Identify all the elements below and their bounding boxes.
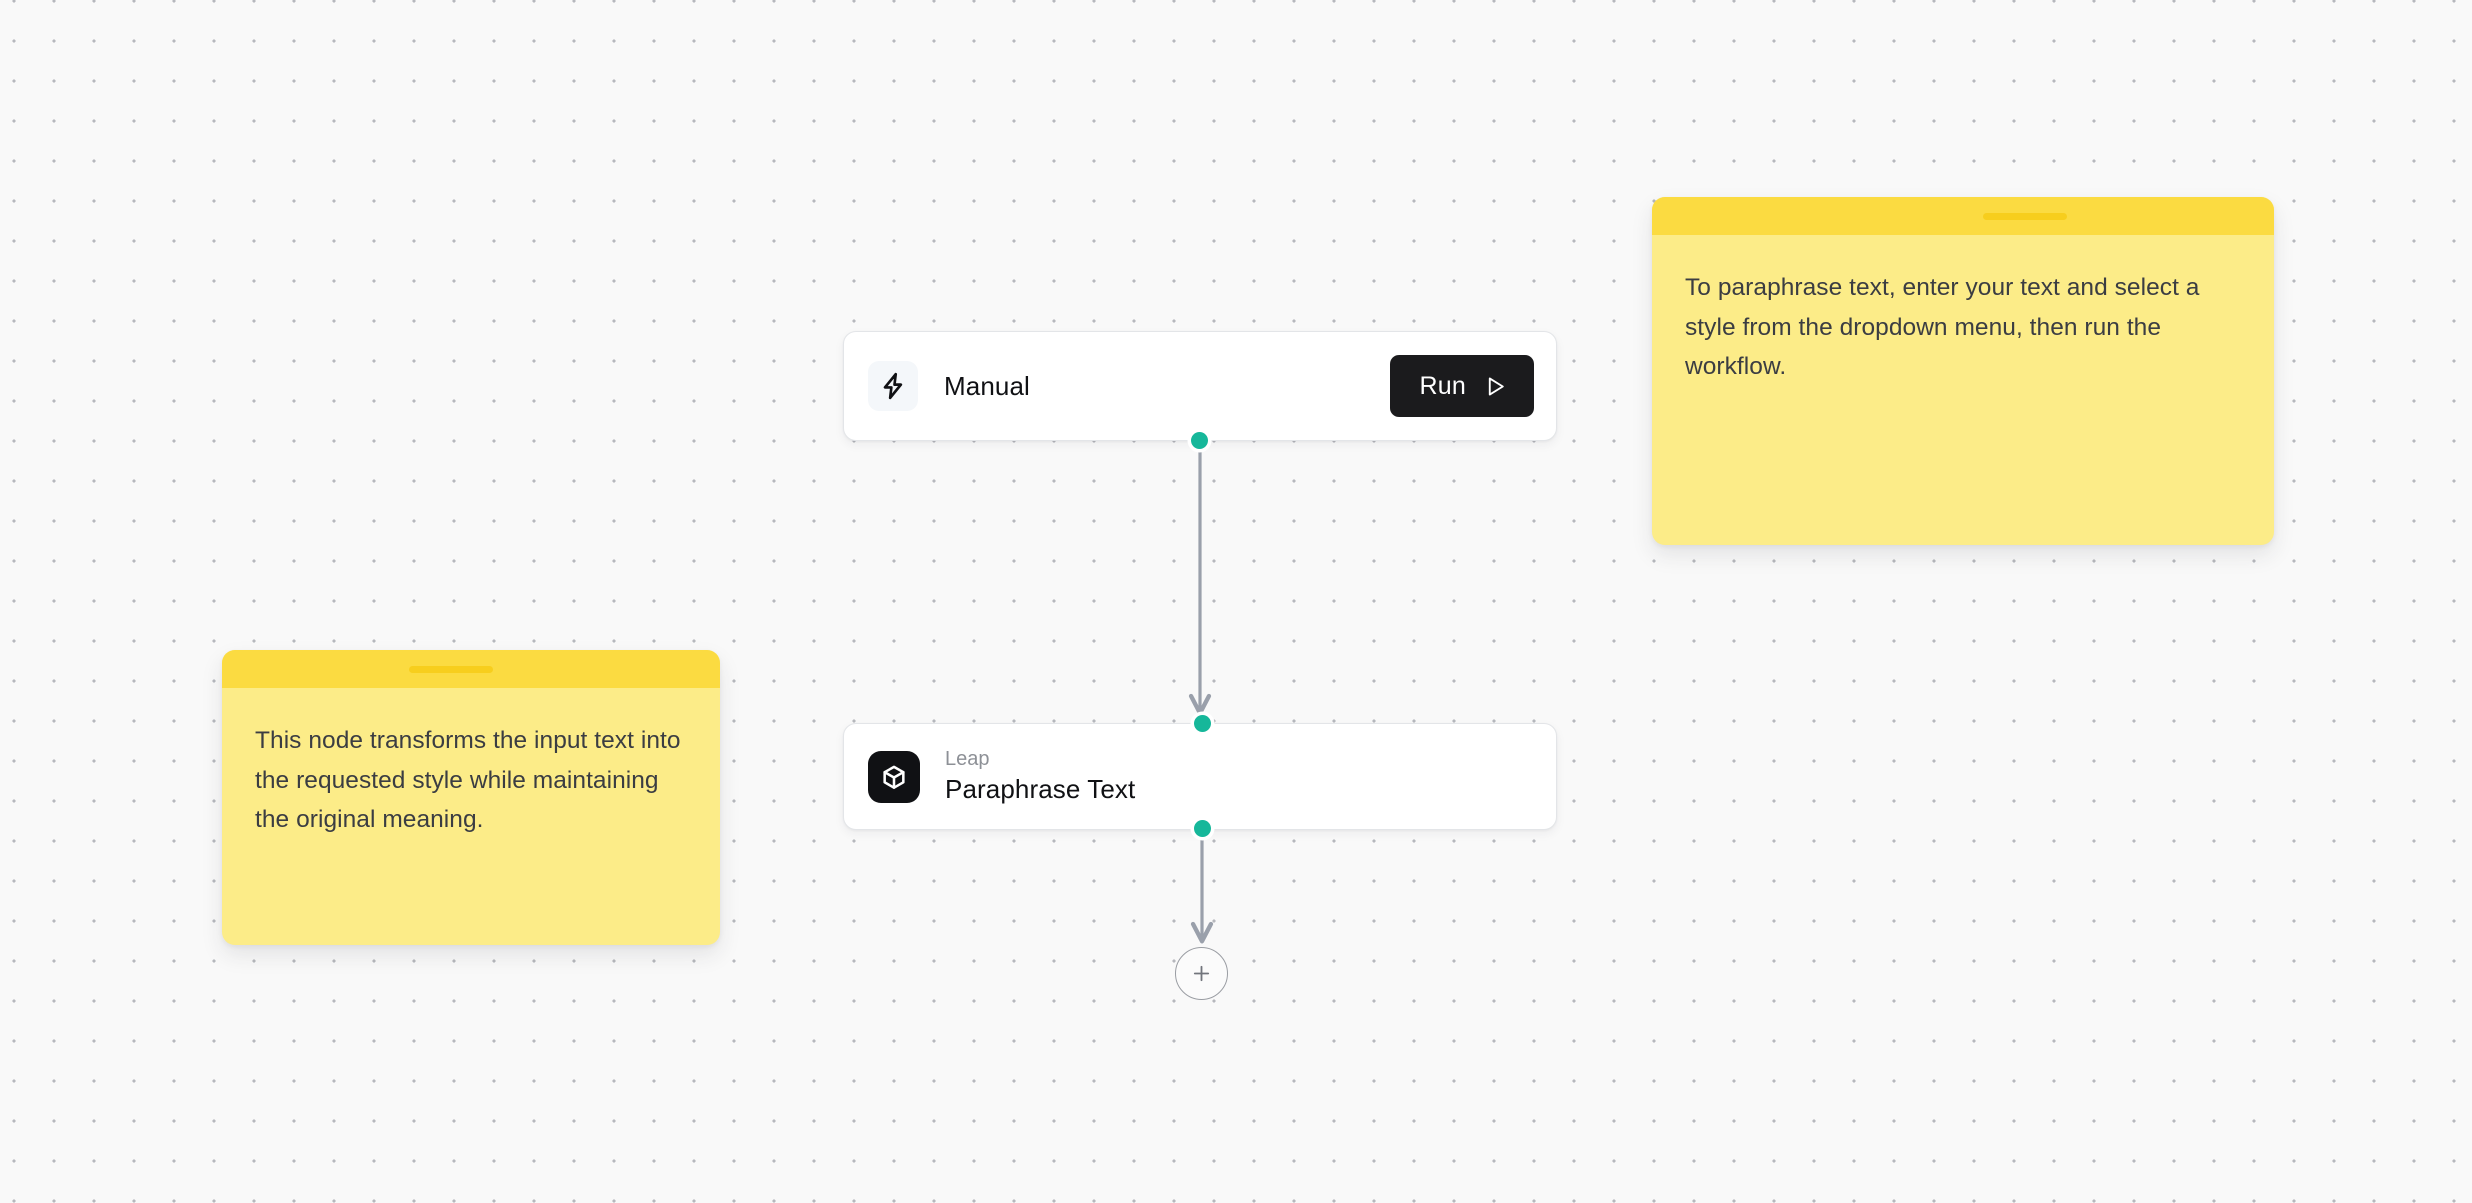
sticky-note-right-body: To paraphrase text, enter your text and … bbox=[1652, 235, 2274, 387]
sticky-note-left[interactable]: This node transforms the input text into… bbox=[222, 650, 720, 945]
sticky-note-left-header[interactable] bbox=[222, 650, 720, 688]
sticky-note-right-text: To paraphrase text, enter your text and … bbox=[1685, 274, 2200, 381]
play-triangle-icon bbox=[1483, 374, 1508, 399]
node-leap-title: Paraphrase Text bbox=[945, 774, 1136, 805]
run-button-label: Run bbox=[1419, 371, 1466, 400]
connector-dot-manual-output[interactable] bbox=[1191, 432, 1208, 449]
drag-handle-icon[interactable] bbox=[1983, 213, 2068, 220]
node-manual-title: Manual bbox=[944, 370, 1030, 401]
connector-dot-leap-input[interactable] bbox=[1194, 715, 1211, 732]
sticky-note-left-body: This node transforms the input text into… bbox=[222, 688, 720, 840]
add-node-button[interactable] bbox=[1175, 947, 1228, 1000]
node-leap-text: Leap Paraphrase Text bbox=[945, 747, 1135, 806]
cube-icon bbox=[868, 750, 920, 803]
connector-dot-leap-output[interactable] bbox=[1194, 820, 1211, 837]
drag-handle-icon[interactable] bbox=[409, 666, 494, 673]
run-button[interactable]: Run bbox=[1389, 355, 1534, 417]
node-leap-paraphrase-text[interactable]: Leap Paraphrase Text bbox=[843, 723, 1557, 830]
lightning-bolt-icon bbox=[868, 361, 918, 411]
plus-icon bbox=[1190, 962, 1213, 985]
node-manual-trigger[interactable]: Manual Run bbox=[843, 331, 1557, 441]
sticky-note-left-text: This node transforms the input text into… bbox=[255, 727, 681, 834]
sticky-note-right[interactable]: To paraphrase text, enter your text and … bbox=[1652, 197, 2274, 545]
node-leap-subtitle: Leap bbox=[945, 748, 990, 771]
sticky-note-right-header[interactable] bbox=[1652, 197, 2274, 235]
